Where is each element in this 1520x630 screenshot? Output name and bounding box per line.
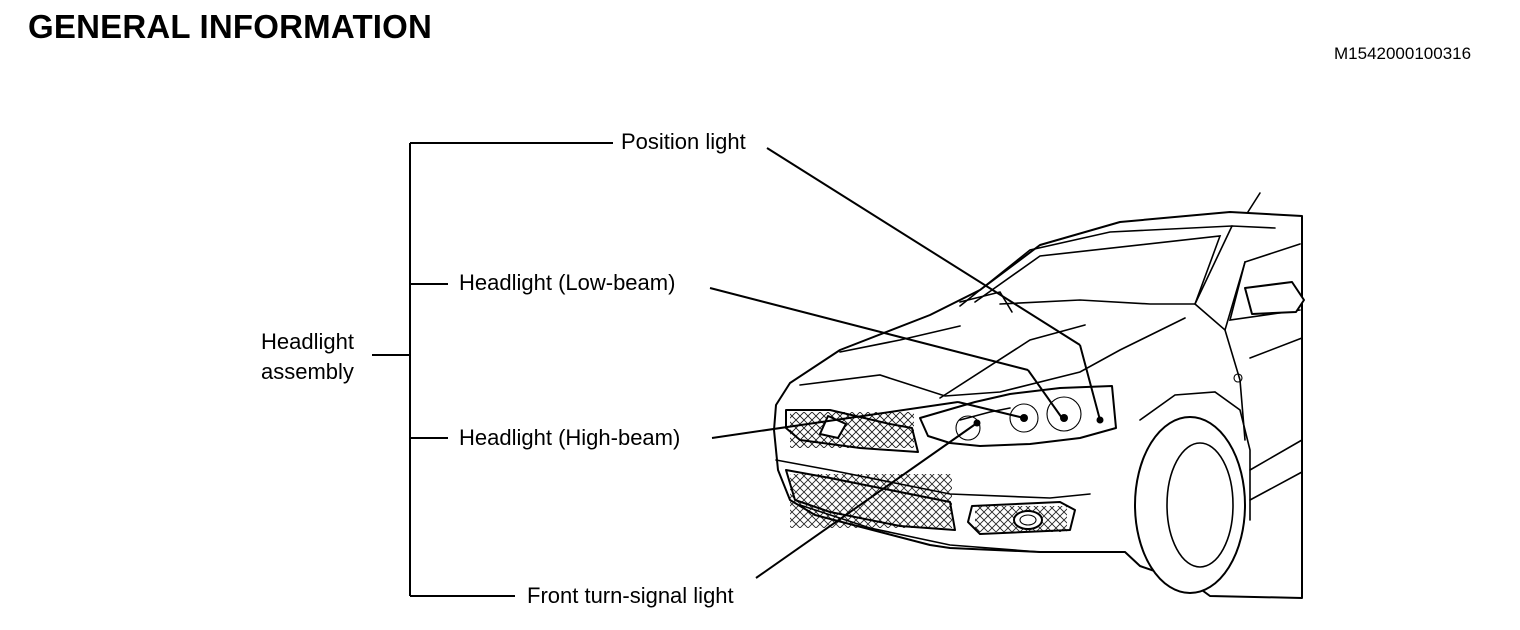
- callout-headlight-low-beam: Headlight (Low-beam): [459, 270, 676, 295]
- car-front-illustration: [773, 192, 1305, 599]
- assembly-bracket: [372, 142, 613, 597]
- callout-headlight-assembly: Headlight assembly: [261, 327, 354, 387]
- leader-position-light: [766, 147, 1081, 346]
- leader-high-beam: [711, 401, 959, 439]
- leader-low-beam: [709, 287, 1029, 371]
- callout-position-light: Position light: [621, 129, 746, 154]
- page-title: GENERAL INFORMATION: [28, 8, 433, 45]
- figure-code: M1542000100316: [1334, 44, 1472, 63]
- leader-position-light-lower: [1079, 344, 1101, 421]
- leader-lines: [709, 147, 1101, 579]
- leader-turn-signal: [755, 422, 978, 579]
- assembly-label-line2: assembly: [261, 359, 354, 384]
- callout-headlight-high-beam: Headlight (High-beam): [459, 425, 681, 450]
- assembly-label-line1: Headlight: [261, 329, 354, 354]
- leader-low-beam-lower: [1027, 369, 1063, 419]
- leader-high-beam-lower: [957, 401, 1025, 419]
- callout-front-turn-signal-light: Front turn-signal light: [527, 583, 734, 608]
